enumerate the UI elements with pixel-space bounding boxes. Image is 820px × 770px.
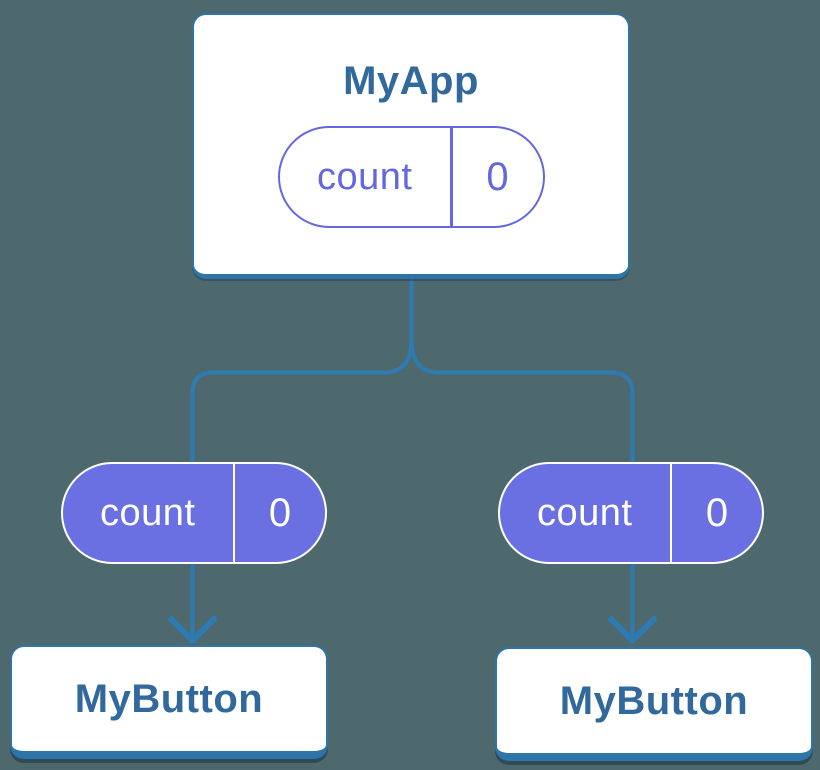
pill-divider (232, 464, 235, 562)
node-myapp: MyApp count 0 (192, 13, 630, 279)
prop-pill-left: count 0 (61, 462, 327, 564)
state-pill-myapp: count 0 (277, 126, 545, 228)
node-mybutton-right: MyButton (495, 647, 813, 761)
pill-divider (450, 128, 453, 226)
arrow-down-icon-left (168, 616, 217, 644)
node-mybutton-title: MyButton (74, 677, 264, 721)
prop-pill-right: count 0 (498, 462, 764, 564)
state-pill-value: 0 (486, 154, 509, 199)
node-myapp-title: MyApp (343, 59, 479, 103)
pill-divider (669, 464, 672, 562)
prop-pill-name: count (537, 491, 633, 534)
connector-branch-right (409, 339, 635, 470)
arrow-down-icon-right (608, 616, 657, 644)
prop-pill-name: count (100, 491, 196, 534)
state-pill-name: count (317, 155, 413, 198)
node-mybutton-left: MyButton (10, 645, 328, 759)
connector-branch-left (190, 339, 414, 470)
prop-pill-value: 0 (705, 490, 729, 535)
node-mybutton-title: MyButton (559, 679, 749, 723)
prop-pill-value: 0 (268, 490, 292, 535)
